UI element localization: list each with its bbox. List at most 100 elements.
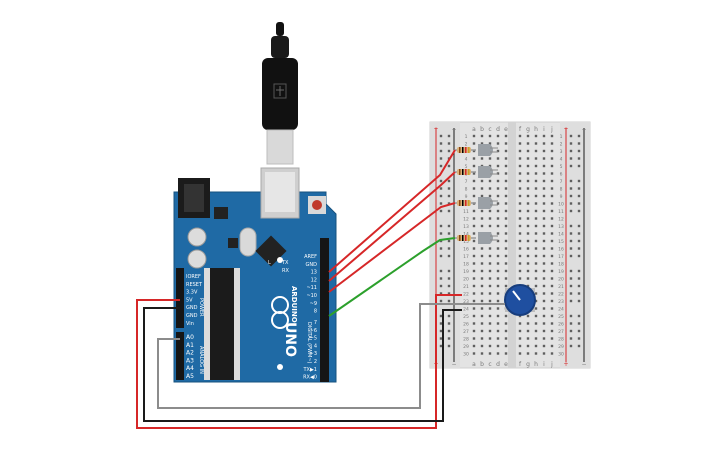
minus-rail-label: − bbox=[581, 361, 586, 368]
column-letter: f bbox=[519, 126, 522, 133]
row-number: 8 bbox=[560, 187, 563, 193]
digital-pin-label: 8 bbox=[314, 309, 317, 315]
row-number: 16 bbox=[463, 247, 469, 253]
row-number: 28 bbox=[463, 337, 469, 343]
power-pin-label: RESET bbox=[186, 282, 203, 288]
led-1[interactable] bbox=[455, 144, 498, 156]
row-number: 9 bbox=[560, 194, 563, 200]
digital-pin-label: GND bbox=[306, 262, 318, 268]
analog-pin-label: A3 bbox=[186, 357, 194, 364]
led-4[interactable] bbox=[455, 232, 498, 244]
row-number: 19 bbox=[558, 269, 564, 275]
row-number: 7 bbox=[465, 179, 468, 185]
row-number: 29 bbox=[463, 344, 469, 350]
row-number: 29 bbox=[558, 344, 564, 350]
row-number: 13 bbox=[558, 224, 564, 230]
analog-pin-label: A0 bbox=[186, 334, 194, 341]
wire-5v bbox=[136, 294, 462, 429]
row-number: 27 bbox=[463, 329, 469, 335]
row-number: 9 bbox=[465, 194, 468, 200]
wires bbox=[136, 149, 505, 429]
analog-in-label: ANALOG IN bbox=[198, 346, 204, 374]
digital-pin-label: ~10 bbox=[306, 293, 317, 299]
arduino-uno-board[interactable]: IOREFRESET3.3V5VGNDGNDVinA0A1A2A3A4A5ARE… bbox=[173, 167, 337, 383]
plus-rail-label: + bbox=[433, 126, 438, 133]
row-number: 11 bbox=[463, 209, 469, 215]
digital-label: DIGITAL (PWM~) bbox=[306, 322, 312, 364]
digital-pin-label: 13 bbox=[311, 270, 317, 276]
digital-pin-label: ~3 bbox=[310, 351, 317, 357]
power-pin-label: 3.3V bbox=[186, 290, 198, 296]
column-letter: c bbox=[488, 361, 491, 368]
column-letter: g bbox=[526, 361, 530, 368]
row-number: 6 bbox=[560, 172, 563, 178]
led-3[interactable] bbox=[455, 197, 498, 209]
digital-pin-label: 7 bbox=[314, 320, 317, 326]
digital-pin-label: RX◀0 bbox=[303, 375, 317, 381]
row-number: 18 bbox=[558, 262, 564, 268]
row-number: 20 bbox=[463, 277, 469, 283]
column-letter: d bbox=[496, 361, 500, 368]
model-label: UNO bbox=[282, 322, 298, 357]
column-letter: e bbox=[504, 126, 508, 133]
row-number: 10 bbox=[558, 202, 564, 208]
plus-rail-label: + bbox=[563, 126, 568, 133]
row-number: 28 bbox=[558, 337, 564, 343]
led-body bbox=[478, 166, 493, 178]
row-number: 3 bbox=[560, 149, 563, 155]
plus-rail-label: + bbox=[563, 361, 568, 368]
row-number: 2 bbox=[465, 142, 468, 148]
analog-pin-label: A2 bbox=[186, 350, 194, 357]
column-letter: g bbox=[526, 126, 530, 133]
breadboard[interactable]: 1122334455667788991010111112121313141415… bbox=[429, 121, 591, 369]
row-number: 24 bbox=[558, 307, 564, 313]
digital-pin-label: AREF bbox=[304, 254, 317, 260]
row-number: 11 bbox=[558, 209, 564, 215]
potentiometer[interactable] bbox=[504, 284, 536, 316]
column-letter: b bbox=[480, 126, 484, 133]
analog-pin-label: A4 bbox=[186, 365, 194, 372]
row-number: 13 bbox=[463, 224, 469, 230]
digital-pin-label: 2 bbox=[314, 359, 317, 365]
row-number: 22 bbox=[558, 292, 564, 298]
analog-pin-label: A5 bbox=[186, 373, 194, 380]
tx-label: TX bbox=[281, 260, 289, 266]
row-number: 25 bbox=[463, 314, 469, 320]
brand-label: ARDUINO bbox=[290, 286, 298, 323]
row-number: 14 bbox=[463, 232, 469, 238]
digital-pin-label: 4 bbox=[314, 343, 317, 349]
row-number: 12 bbox=[558, 217, 564, 223]
row-number: 15 bbox=[558, 239, 564, 245]
column-letter: f bbox=[519, 361, 522, 368]
row-number: 2 bbox=[560, 142, 563, 148]
row-number: 23 bbox=[463, 299, 469, 305]
row-number: 26 bbox=[463, 322, 469, 328]
row-number: 26 bbox=[558, 322, 564, 328]
column-letter: a bbox=[472, 126, 476, 133]
column-letter: b bbox=[480, 361, 484, 368]
power-label: POWER bbox=[198, 298, 204, 317]
row-number: 8 bbox=[465, 187, 468, 193]
wire-a0 bbox=[157, 303, 505, 409]
led-group bbox=[455, 144, 498, 244]
power-pin-label: GND bbox=[186, 313, 198, 319]
row-number: 16 bbox=[558, 247, 564, 253]
row-number: 30 bbox=[558, 352, 564, 358]
row-number: 21 bbox=[463, 284, 469, 290]
row-number: 7 bbox=[560, 179, 563, 185]
column-letter: d bbox=[496, 126, 500, 133]
minus-rail-label: − bbox=[581, 126, 586, 133]
column-letter: h bbox=[534, 126, 538, 133]
row-number: 15 bbox=[463, 239, 469, 245]
power-pin-label: IOREF bbox=[186, 274, 201, 280]
row-number: 5 bbox=[465, 164, 468, 170]
row-number: 22 bbox=[463, 292, 469, 298]
minus-rail-label: − bbox=[451, 361, 456, 368]
led-2[interactable] bbox=[455, 166, 498, 178]
usb-cable bbox=[262, 22, 298, 165]
column-letter: j bbox=[550, 126, 553, 133]
row-number: 25 bbox=[558, 314, 564, 320]
column-letter: a bbox=[472, 361, 476, 368]
row-number: 1 bbox=[465, 134, 468, 140]
wire-pin8 bbox=[328, 237, 456, 317]
